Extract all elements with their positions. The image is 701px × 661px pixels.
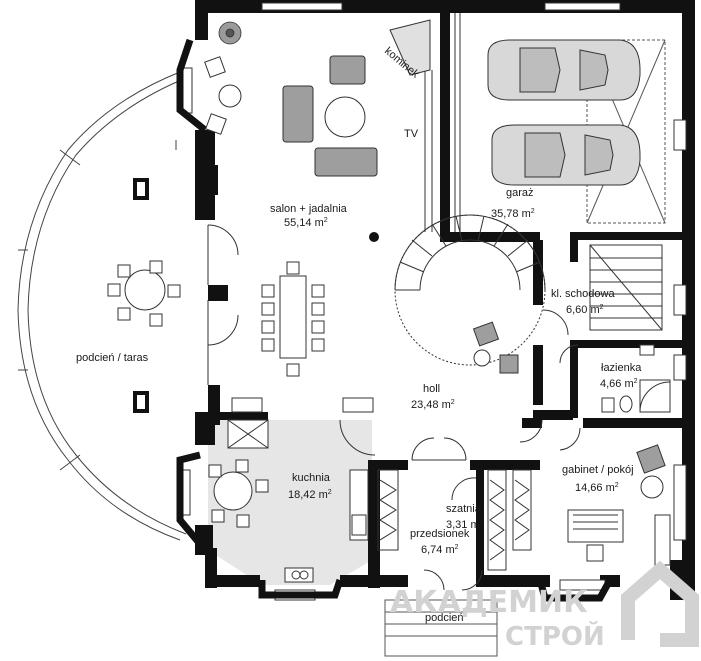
terrace-column — [137, 182, 145, 196]
room-area-value: 6,74 m — [421, 544, 455, 556]
column-dot — [369, 232, 379, 242]
room-area-gabinet: 14,66 m2 — [575, 482, 619, 494]
wardrobe — [377, 469, 532, 571]
kitchen-floor — [208, 420, 372, 585]
terrace-outline — [17, 71, 187, 541]
room-area-garaz: 35,78 m2 — [491, 208, 535, 220]
room-area-holl: 23,48 m2 — [411, 399, 455, 411]
car-top — [487, 39, 641, 101]
room-area-klatka: 6,60 m2 — [566, 304, 604, 316]
watermark-line2: СТРОЙ — [505, 620, 605, 652]
hall-armchairs — [472, 321, 519, 374]
room-name-przedsionek: przedsionek — [410, 528, 470, 540]
room-name-lazienka: łazienka — [601, 362, 642, 374]
room-area-value: 18,42 m — [288, 489, 328, 501]
area-unit-sup: 2 — [531, 208, 535, 215]
area-unit-sup: 2 — [324, 217, 328, 224]
living-furniture — [282, 55, 378, 177]
room-area-value: 14,66 m — [575, 482, 615, 494]
room-name-holl: holl — [423, 383, 440, 395]
area-unit-sup: 2 — [455, 544, 459, 551]
area-unit-sup: 2 — [615, 482, 619, 489]
plant-icon — [218, 21, 242, 45]
room-area-value: 35,78 m — [491, 208, 531, 220]
watermark-logo — [621, 560, 699, 647]
room-area-value: 55,14 m — [284, 217, 324, 229]
room-name-podcien: podcień — [425, 612, 464, 624]
corner-table — [204, 56, 242, 135]
area-unit-sup: 2 — [328, 489, 332, 496]
terrace-column — [137, 395, 145, 409]
tv-label: TV — [404, 128, 419, 140]
area-unit-sup: 2 — [600, 304, 604, 311]
area-unit-sup: 2 — [634, 378, 638, 385]
room-area-kuchnia: 18,42 m2 — [288, 489, 332, 501]
room-area-value: 3,31 m — [446, 519, 480, 531]
watermark-line1: АКАДЕМИК — [390, 585, 588, 620]
room-name-szatnia: szatnia — [446, 503, 482, 515]
room-name-klatka: kl. schodowa — [551, 288, 615, 300]
dining-table — [261, 261, 325, 377]
bay-walls — [176, 38, 614, 602]
room-name-salon: salon + jadalnia — [270, 203, 348, 215]
room-area-przedsionek: 6,74 m2 — [421, 544, 459, 556]
room-area-value: 23,48 m — [411, 399, 451, 411]
straight-staircase — [589, 244, 663, 331]
car-bottom — [491, 124, 641, 186]
watermark: АКАДЕМИК СТРОЙ — [390, 560, 699, 652]
entrance-steps — [384, 599, 498, 657]
spiral-staircase — [394, 214, 546, 366]
kitchen-table — [208, 459, 269, 528]
room-area-salon: 55,14 m2 — [284, 217, 328, 229]
area-unit-sup: 2 — [451, 399, 455, 406]
bathroom-fixtures — [601, 344, 671, 413]
room-name-kuchnia: kuchnia — [292, 472, 331, 484]
room-name-gabinet: gabinet / pokój — [562, 464, 634, 476]
garage-door — [424, 13, 461, 232]
room-area-lazienka: 4,66 m2 — [600, 378, 638, 390]
room-name-taras: podcień / taras — [76, 352, 149, 364]
room-area-value: 6,60 m — [566, 304, 600, 316]
fireplace — [389, 19, 431, 76]
kitchen-counters — [227, 397, 374, 583]
room-area-szatnia: 3,31 m2 — [446, 519, 484, 531]
doors — [207, 224, 581, 591]
room-area-value: 4,66 m — [600, 378, 634, 390]
area-unit-sup: 2 — [480, 519, 484, 526]
terrace-table — [107, 260, 181, 327]
room-name-garaz: garaż — [506, 187, 534, 199]
office-furniture — [567, 444, 671, 566]
